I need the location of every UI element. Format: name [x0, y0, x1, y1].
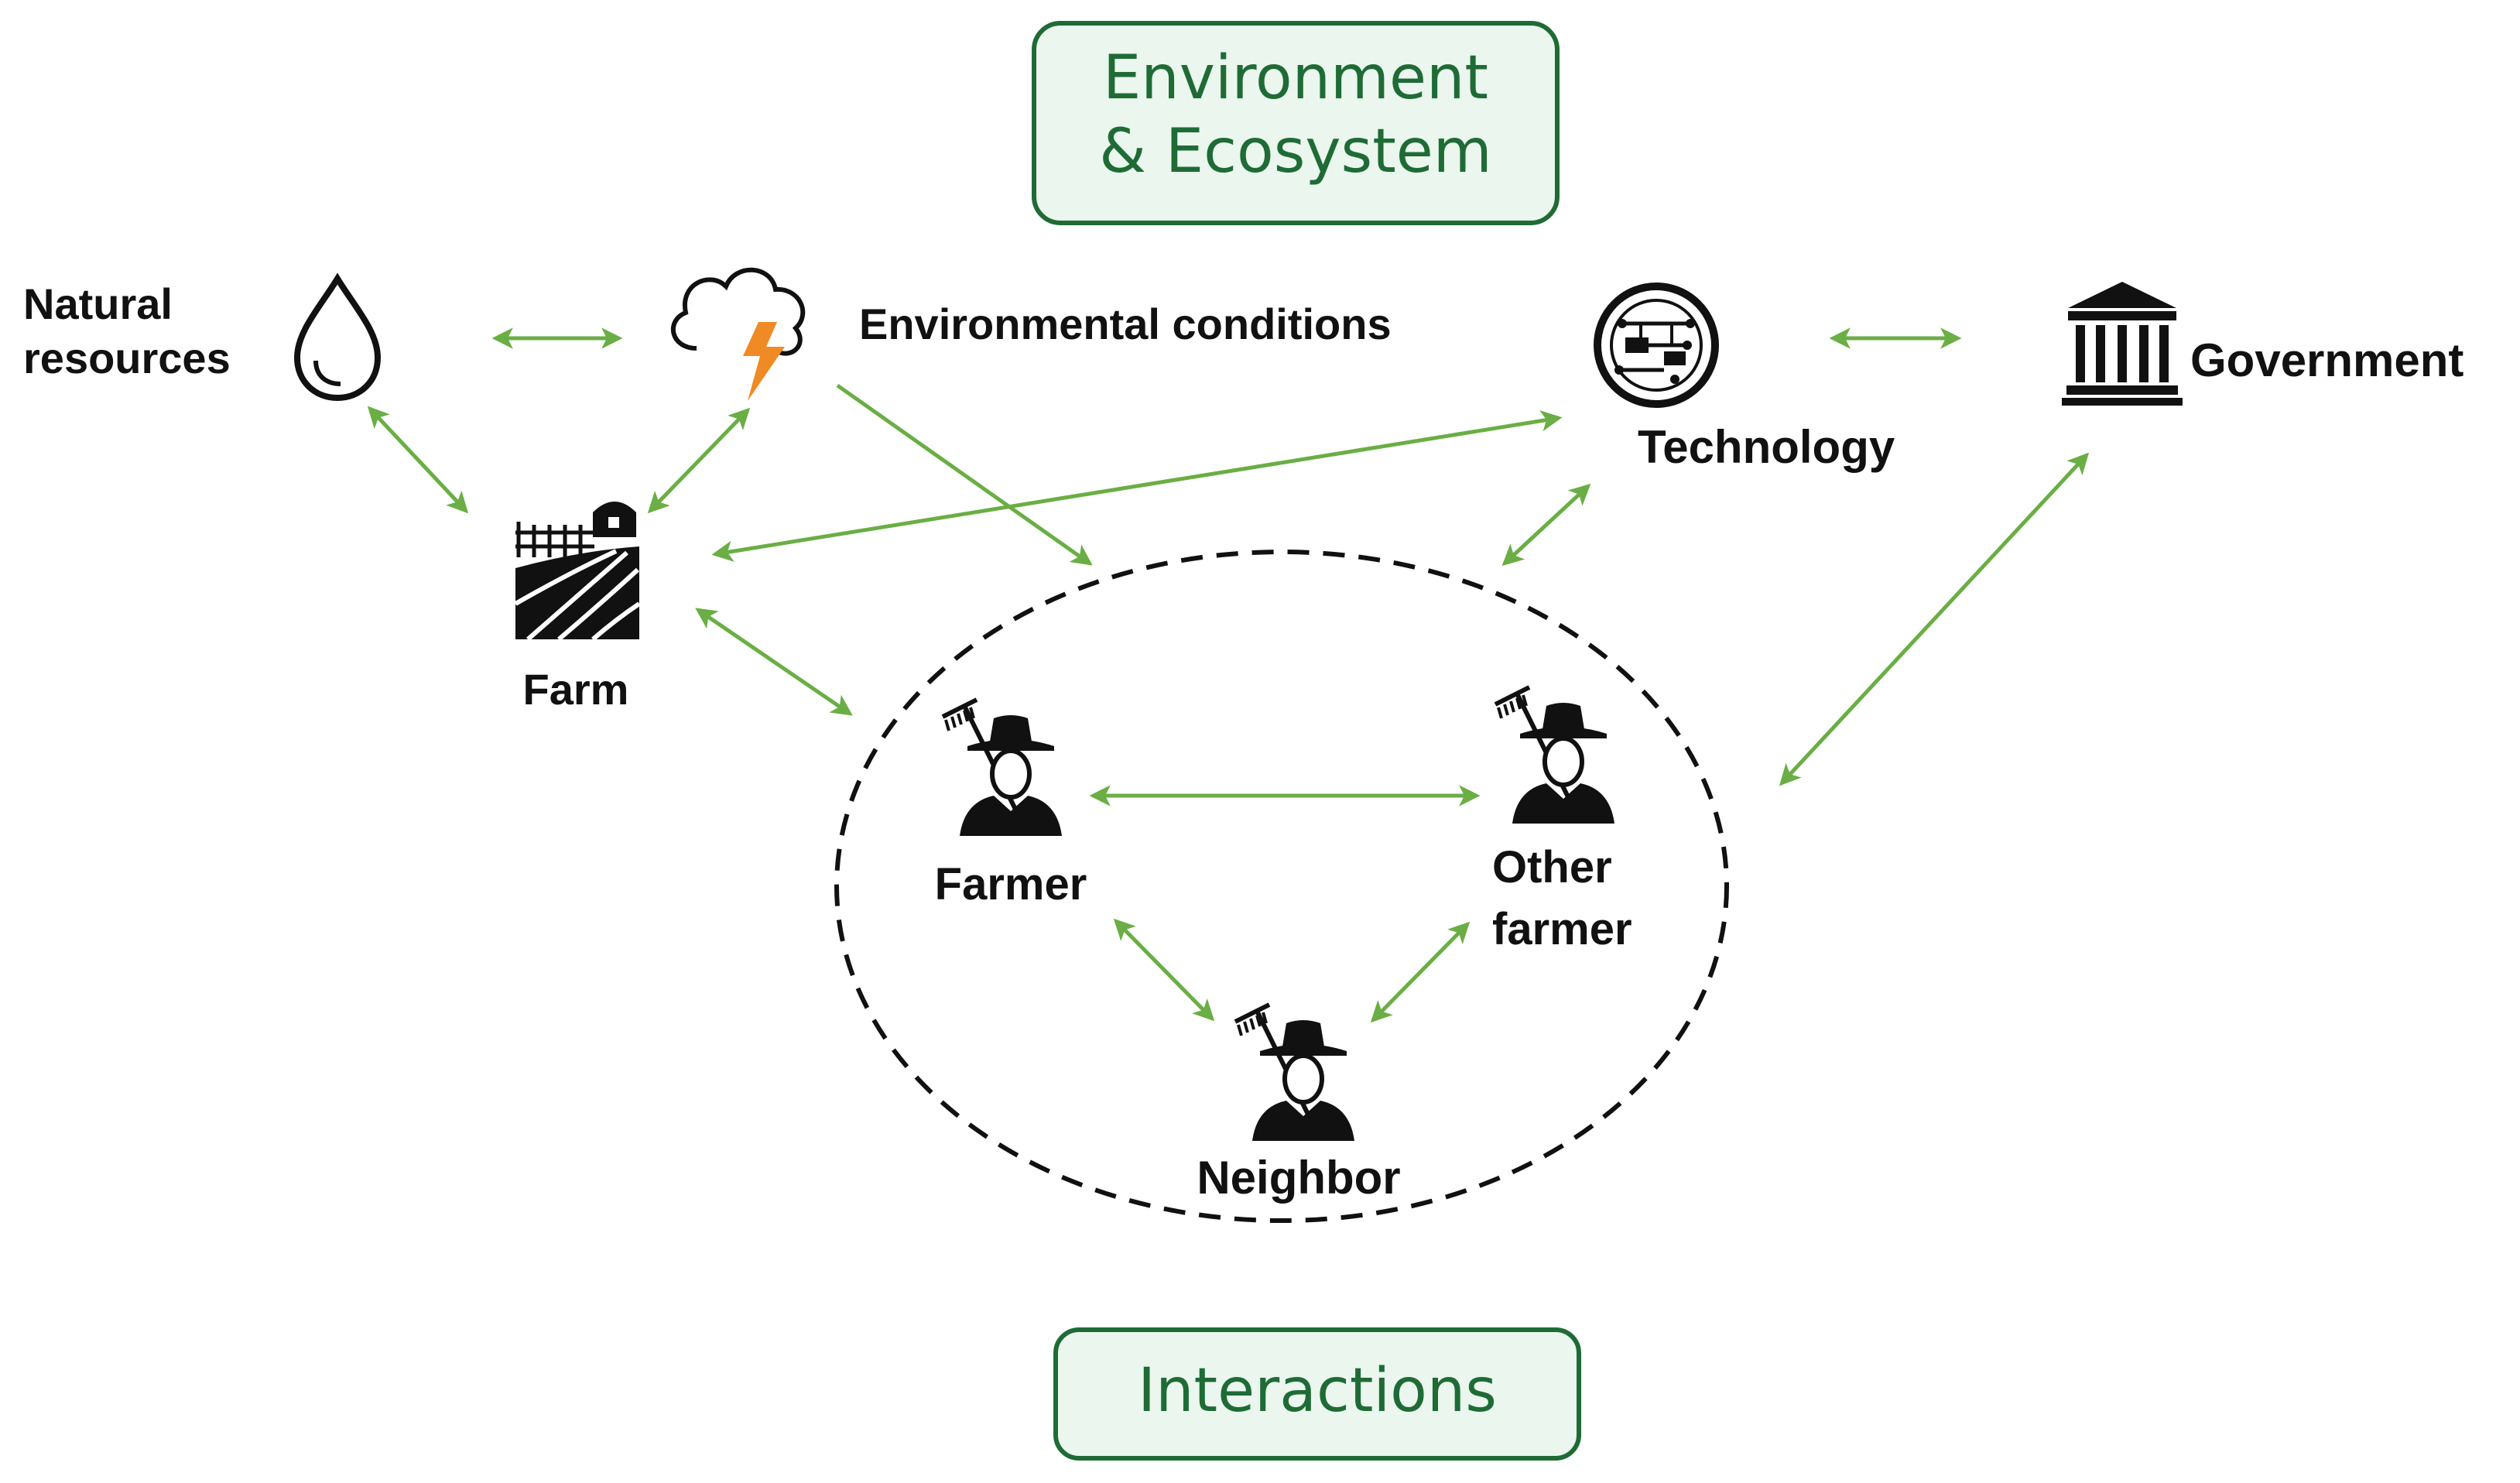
environmental-conditions-label: Environmental conditions: [859, 300, 1392, 348]
node-neighbor: Neighbor: [1197, 1005, 1401, 1204]
natural-resources-label-line1: Natural: [23, 279, 173, 328]
farmer-icon: [943, 700, 1062, 836]
farm-field-icon: [514, 502, 641, 642]
environment-ecosystem-title-line2: & Ecosystem: [1099, 117, 1492, 187]
node-technology: Technology: [1594, 283, 1895, 473]
arrow-farm-circle: [695, 608, 853, 716]
arrow-farmer-neighbor: [1113, 918, 1215, 1022]
environment-ecosystem-title-line1: Environment: [1103, 43, 1488, 113]
node-natural-resources: Natural resources: [23, 272, 382, 402]
interactions-title: Interactions: [1138, 1356, 1497, 1426]
interactions-box: Interactions: [1053, 1327, 1581, 1461]
interaction-circle: [834, 550, 1729, 1223]
node-other-farmer: Other farmer: [1492, 687, 1632, 954]
relationship-arrows: [367, 327, 2090, 1023]
storm-cloud-icon: [670, 267, 806, 401]
arrow-resources-farm: [367, 406, 469, 514]
node-government: Government: [2062, 282, 2464, 406]
arrow-conditions-farm: [647, 407, 751, 514]
government-label: Government: [2190, 334, 2464, 386]
neighbor-label: Neighbor: [1197, 1152, 1400, 1204]
node-farm: Farm: [514, 502, 641, 714]
other-farmer-label-line1: Other: [1492, 842, 1612, 892]
node-farmer: Farmer: [935, 700, 1087, 909]
farmer-label: Farmer: [935, 859, 1087, 909]
natural-resources-label-line2: resources: [23, 334, 231, 382]
arrow-otherfarmer-neighbor: [1370, 921, 1471, 1023]
neighbor-icon: [1235, 1005, 1354, 1141]
farm-label: Farm: [523, 665, 629, 714]
other-farmer-label-line2: farmer: [1492, 904, 1632, 954]
government-building-icon: [2062, 282, 2183, 406]
technology-label: Technology: [1638, 421, 1895, 473]
arrow-technology-circle: [1501, 483, 1591, 567]
other-farmer-icon: [1495, 687, 1614, 824]
arrow-government-circle: [1779, 452, 2090, 786]
node-environmental-conditions: Environmental conditions: [670, 267, 1392, 401]
arrow-conditions-circle: [836, 383, 1093, 566]
water-drop-icon: [293, 272, 382, 402]
circuit-chip-icon: [1594, 283, 1719, 408]
arrow-farm-technology: [711, 410, 1563, 562]
environment-ecosystem-box: Environment & Ecosystem: [1032, 21, 1560, 225]
